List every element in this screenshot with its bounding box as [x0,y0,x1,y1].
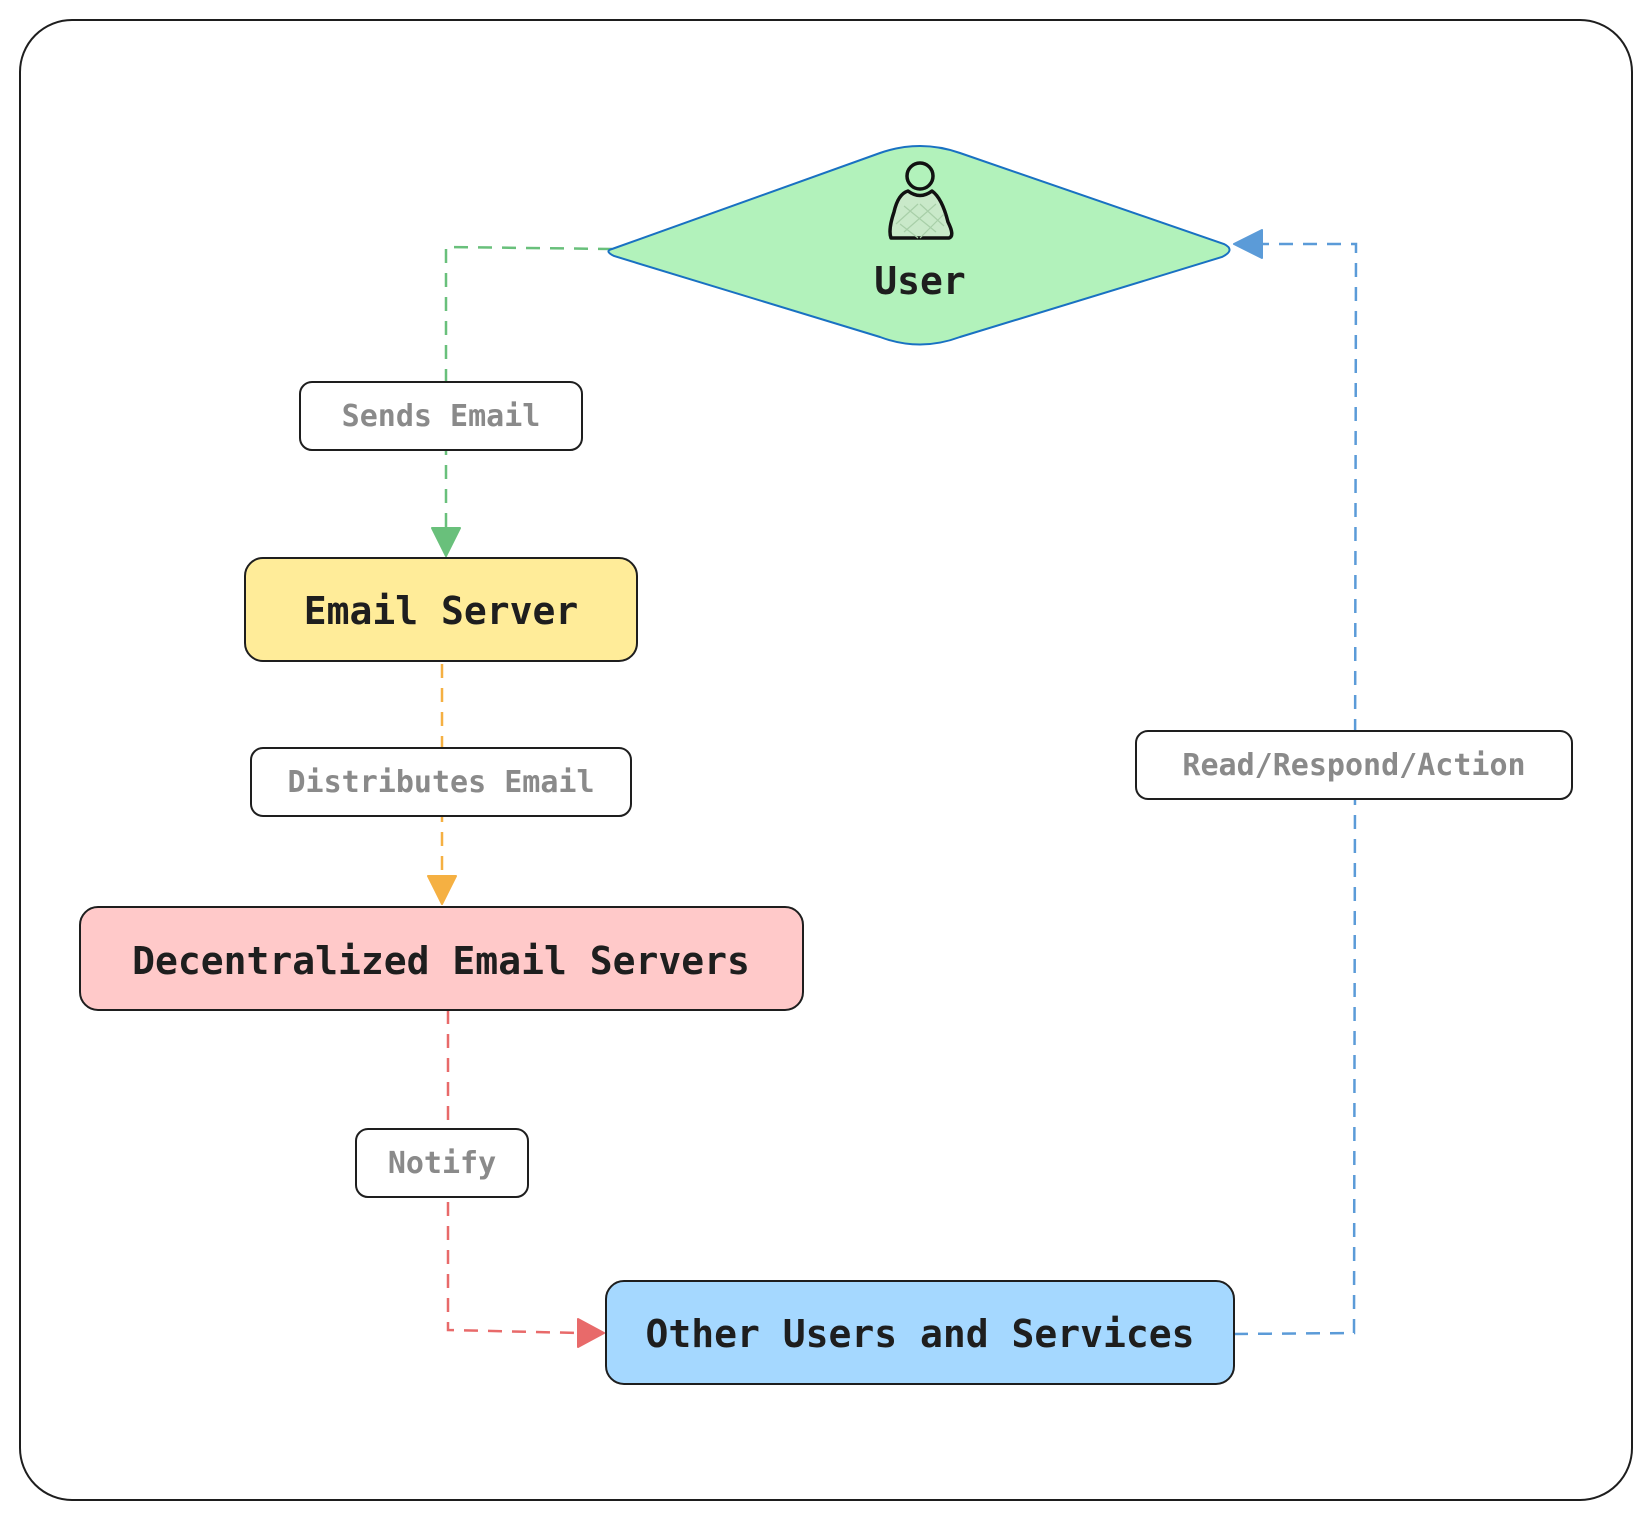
edge-label-read-respond-action-text: Read/Respond/Action [1182,748,1525,783]
edge-sends-email [431,245,613,557]
edge-label-notify: Notify [355,1128,529,1198]
node-user-label: User [874,259,966,303]
node-email-server-label: Email Server [304,589,579,633]
edge-label-distributes-email-text: Distributes Email [287,765,594,800]
node-decentralized-email-servers[interactable]: Decentralized Email Servers [79,906,804,1011]
node-user-shape [607,145,1231,346]
edge-sends-email-line [444,245,613,530]
node-decentralized-email-servers-box [79,906,804,1011]
edge-read-respond-action-line [1233,242,1358,1336]
edge-label-read-respond-action-box [1135,730,1573,800]
edge-label-sends-email: Sends Email [299,381,583,451]
edge-label-distributes-email: Distributes Email [250,747,632,817]
node-other-users-and-services[interactable]: Other Users and Services [605,1280,1235,1385]
edge-read-respond-action-arrowhead [1233,229,1263,259]
edge-notify-arrowhead [577,1318,605,1348]
edge-label-notify-text: Notify [388,1146,496,1181]
node-decentralized-email-servers-label: Decentralized Email Servers [132,939,750,983]
edge-notify [446,1010,605,1348]
edge-sends-email-arrowhead [431,527,461,557]
edge-read-respond-action [1233,229,1358,1336]
edge-label-distributes-email-box [250,747,632,817]
person-icon [888,161,954,240]
node-other-users-and-services-box [605,1280,1235,1385]
node-other-users-and-services-label: Other Users and Services [645,1312,1194,1356]
edge-distributes-email-arrowhead [427,875,457,905]
node-email-server-box [244,557,638,662]
edge-label-notify-box [355,1128,529,1198]
edge-label-sends-email-box [299,381,583,451]
node-user[interactable]: User [607,145,1231,346]
edge-notify-line [446,1010,581,1335]
edge-label-read-respond-action: Read/Respond/Action [1135,730,1573,800]
node-email-server[interactable]: Email Server [244,557,638,662]
edge-label-sends-email-text: Sends Email [342,399,541,434]
